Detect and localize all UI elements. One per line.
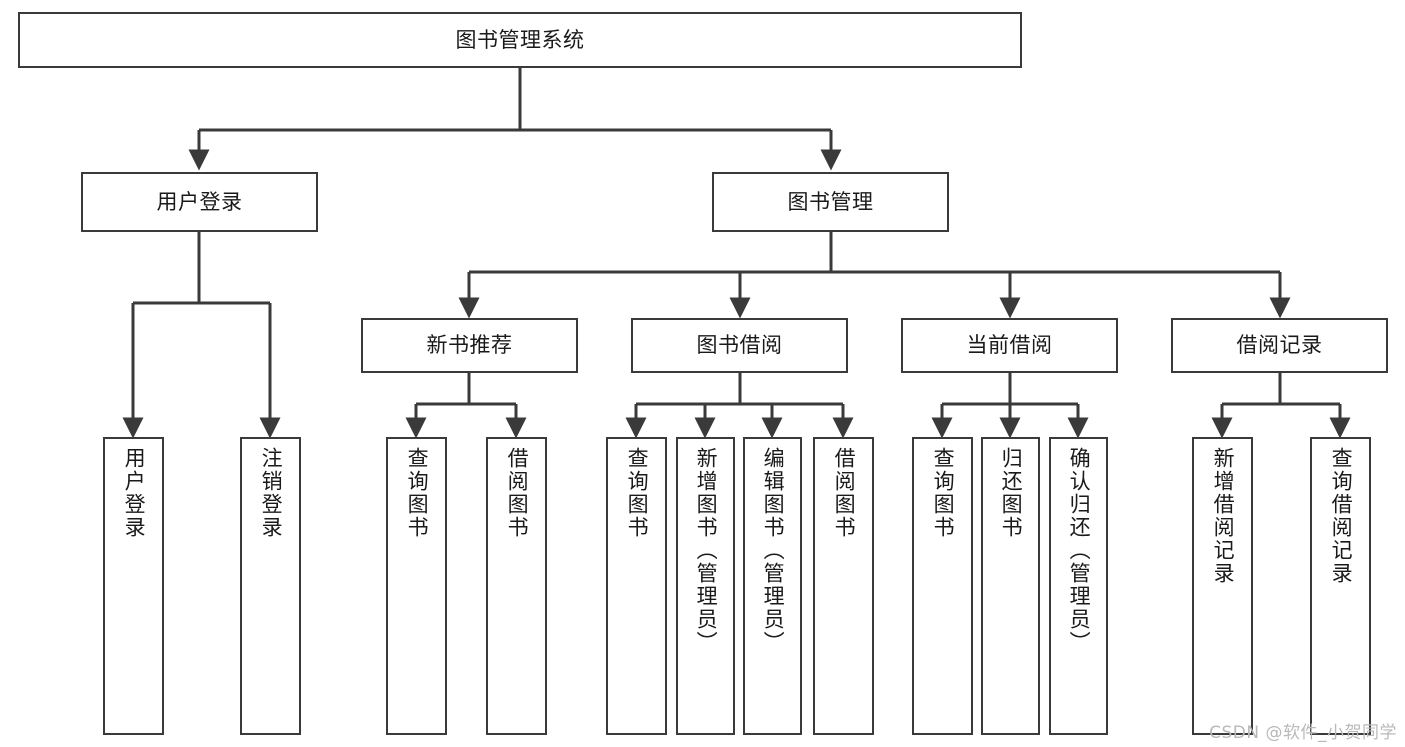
node-label: 新增借阅记录 — [1211, 447, 1236, 585]
leaf-borrow-book[interactable]: 借阅图书 — [813, 437, 874, 735]
node-label: 新增图书（管理员） — [694, 447, 719, 654]
leaf-add-book-admin[interactable]: 新增图书（管理员） — [676, 437, 735, 735]
node-label: 图书管理 — [787, 189, 874, 214]
leaf-query-borrow-record[interactable]: 查询借阅记录 — [1310, 437, 1371, 735]
node-label: 用户登录 — [122, 447, 147, 539]
node-label: 借阅记录 — [1236, 333, 1323, 358]
node-label: 注销登录 — [259, 447, 284, 539]
node-label: 借阅图书 — [832, 447, 857, 539]
node-label: 查询借阅记录 — [1329, 447, 1354, 585]
leaf-logout[interactable]: 注销登录 — [240, 437, 301, 735]
node-current-borrow[interactable]: 当前借阅 — [901, 318, 1118, 373]
node-label: 新书推荐 — [426, 333, 513, 358]
node-label: 查询图书 — [931, 447, 956, 539]
node-label: 确认归还（管理员） — [1067, 447, 1092, 654]
node-book-management[interactable]: 图书管理 — [712, 172, 949, 232]
node-root-book-management-system[interactable]: 图书管理系统 — [18, 12, 1022, 68]
node-borrow-record[interactable]: 借阅记录 — [1171, 318, 1388, 373]
leaf-confirm-return-admin[interactable]: 确认归还（管理员） — [1049, 437, 1108, 735]
leaf-add-borrow-record[interactable]: 新增借阅记录 — [1192, 437, 1253, 735]
node-label: 图书管理系统 — [455, 27, 585, 52]
node-label: 当前借阅 — [966, 333, 1053, 358]
node-book-borrow[interactable]: 图书借阅 — [631, 318, 848, 373]
node-user-login[interactable]: 用户登录 — [81, 172, 318, 232]
node-label: 归还图书 — [999, 447, 1024, 539]
node-new-book-recommend[interactable]: 新书推荐 — [361, 318, 578, 373]
leaf-query-book-borrow[interactable]: 查询图书 — [606, 437, 667, 735]
node-label: 借阅图书 — [505, 447, 530, 539]
node-label: 用户登录 — [156, 189, 243, 214]
node-label: 图书借阅 — [696, 333, 783, 358]
node-label: 查询图书 — [405, 447, 430, 539]
leaf-query-book-recommend[interactable]: 查询图书 — [386, 437, 447, 735]
leaf-return-book[interactable]: 归还图书 — [981, 437, 1040, 735]
leaf-user-login[interactable]: 用户登录 — [103, 437, 164, 735]
leaf-borrow-book-recommend[interactable]: 借阅图书 — [486, 437, 547, 735]
node-label: 查询图书 — [625, 447, 650, 539]
leaf-query-book-current[interactable]: 查询图书 — [912, 437, 973, 735]
node-label: 编辑图书（管理员） — [761, 447, 786, 654]
leaf-edit-book-admin[interactable]: 编辑图书（管理员） — [743, 437, 802, 735]
